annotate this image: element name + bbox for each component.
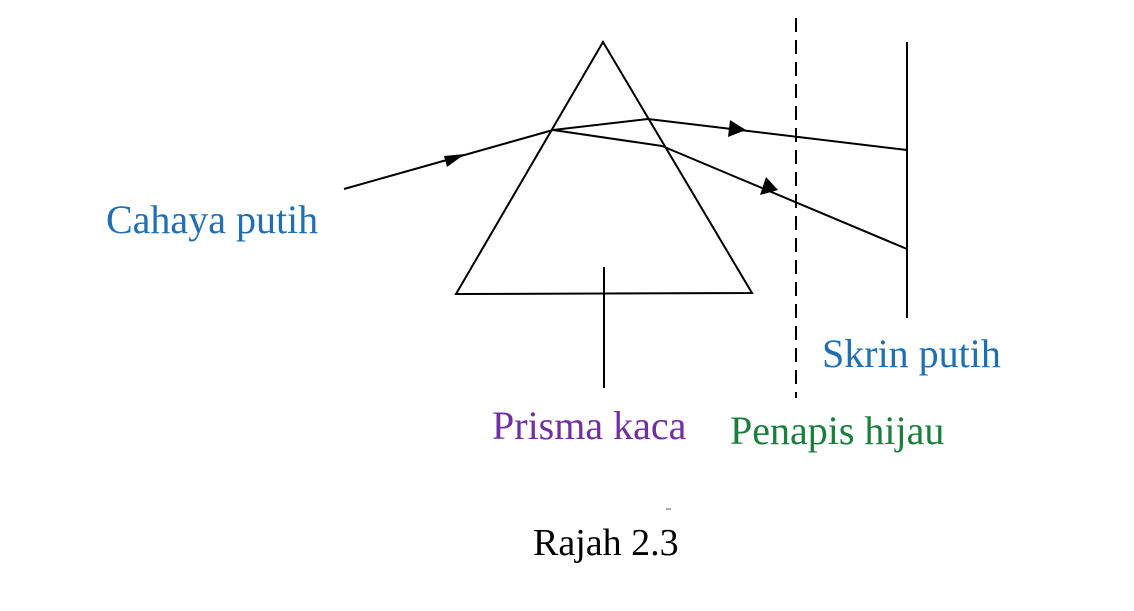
upper-ray-arrow bbox=[728, 120, 746, 137]
prism-label: Prisma kaca bbox=[492, 403, 687, 448]
filter-label: Penapis hijau bbox=[730, 408, 945, 453]
lower-ray-inside bbox=[552, 129, 663, 147]
incident-ray-arrow bbox=[444, 154, 465, 167]
screen-label: Skrin putih bbox=[822, 331, 1001, 376]
upper-emergent-ray bbox=[647, 118, 908, 151]
lower-ray-arrow bbox=[760, 177, 778, 195]
figure-caption: Rajah 2.3 bbox=[533, 522, 679, 564]
glass-prism bbox=[454, 40, 754, 296]
light-label: Cahaya putih bbox=[106, 197, 319, 242]
upper-ray-inside bbox=[552, 118, 649, 131]
lower-emergent-ray bbox=[661, 145, 908, 250]
